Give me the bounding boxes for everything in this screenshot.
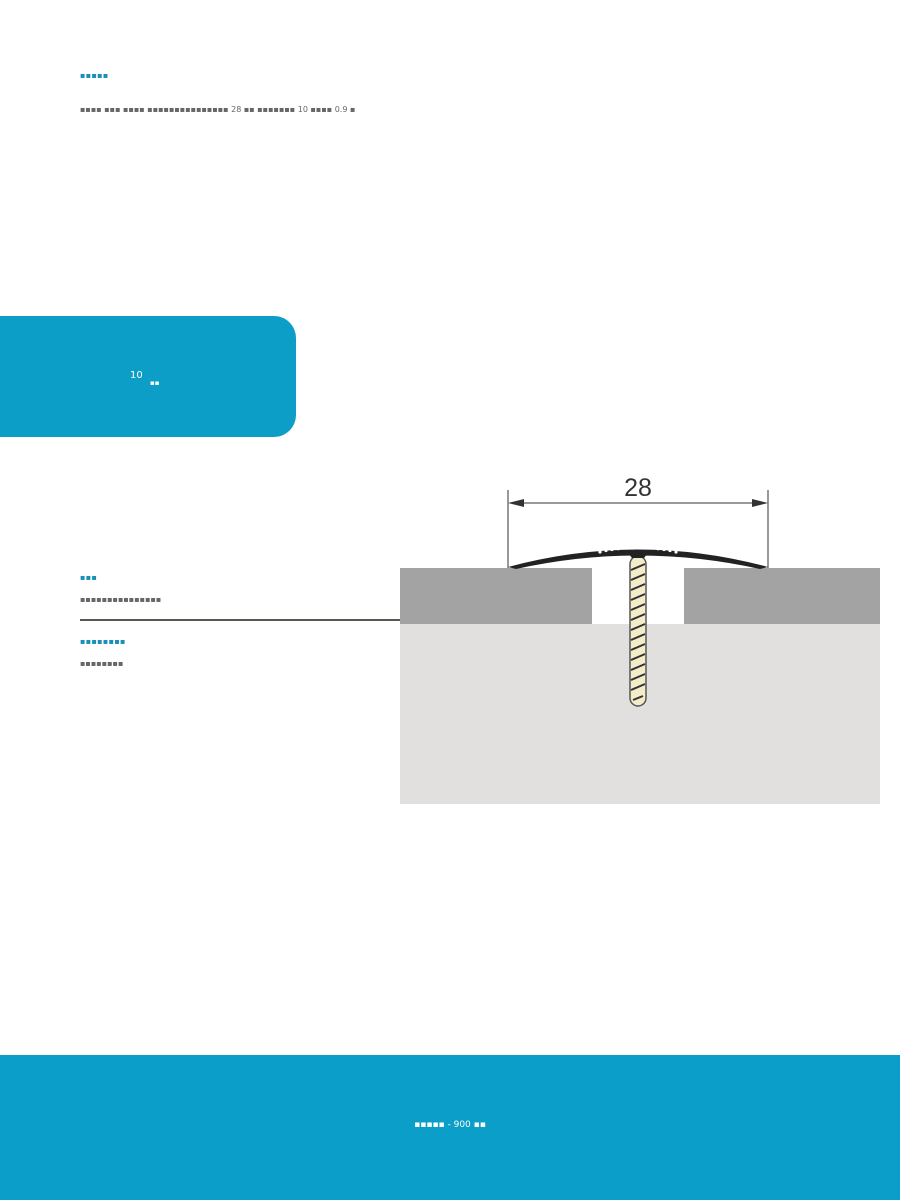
section2-text: ▪▪▪▪▪▪▪▪ [80, 659, 124, 668]
dimension-arrow-right [752, 499, 768, 507]
profile-cross-section-drawing: 28 [400, 474, 880, 804]
floor-left [400, 568, 592, 624]
dimension-label: 28 [624, 474, 652, 502]
size-badge: 10 ▪▪ [0, 316, 296, 437]
section1-text: ▪▪▪▪▪▪▪▪▪▪▪▪▪▪▪ [80, 595, 162, 604]
footer-bar: ▪▪▪▪▪ - 900 ▪▪ [0, 1055, 900, 1200]
dimension-arrow-left [508, 499, 524, 507]
profile-grip-ridges [598, 547, 678, 554]
specs-text: ▪▪▪▪ ▪▪▪ ▪▪▪▪ ▪▪▪▪▪▪▪▪▪▪▪▪▪▪▪ 28 ▪▪ ▪▪▪▪… [80, 105, 356, 114]
specs-heading: ▪▪▪▪▪ [80, 71, 109, 80]
section2-heading: ▪▪▪▪▪▪▪▪ [80, 637, 126, 646]
transition-profile [508, 549, 768, 569]
screw-thread [630, 563, 646, 701]
profile-head [626, 550, 650, 558]
badge-unit: ▪▪ [150, 379, 160, 387]
floor-right [684, 568, 880, 624]
divider [80, 619, 402, 621]
footer-text: ▪▪▪▪▪ - 900 ▪▪ [414, 1120, 486, 1130]
badge-number: 10 [130, 370, 143, 381]
section1-heading: ▪▪▪ [80, 573, 98, 582]
